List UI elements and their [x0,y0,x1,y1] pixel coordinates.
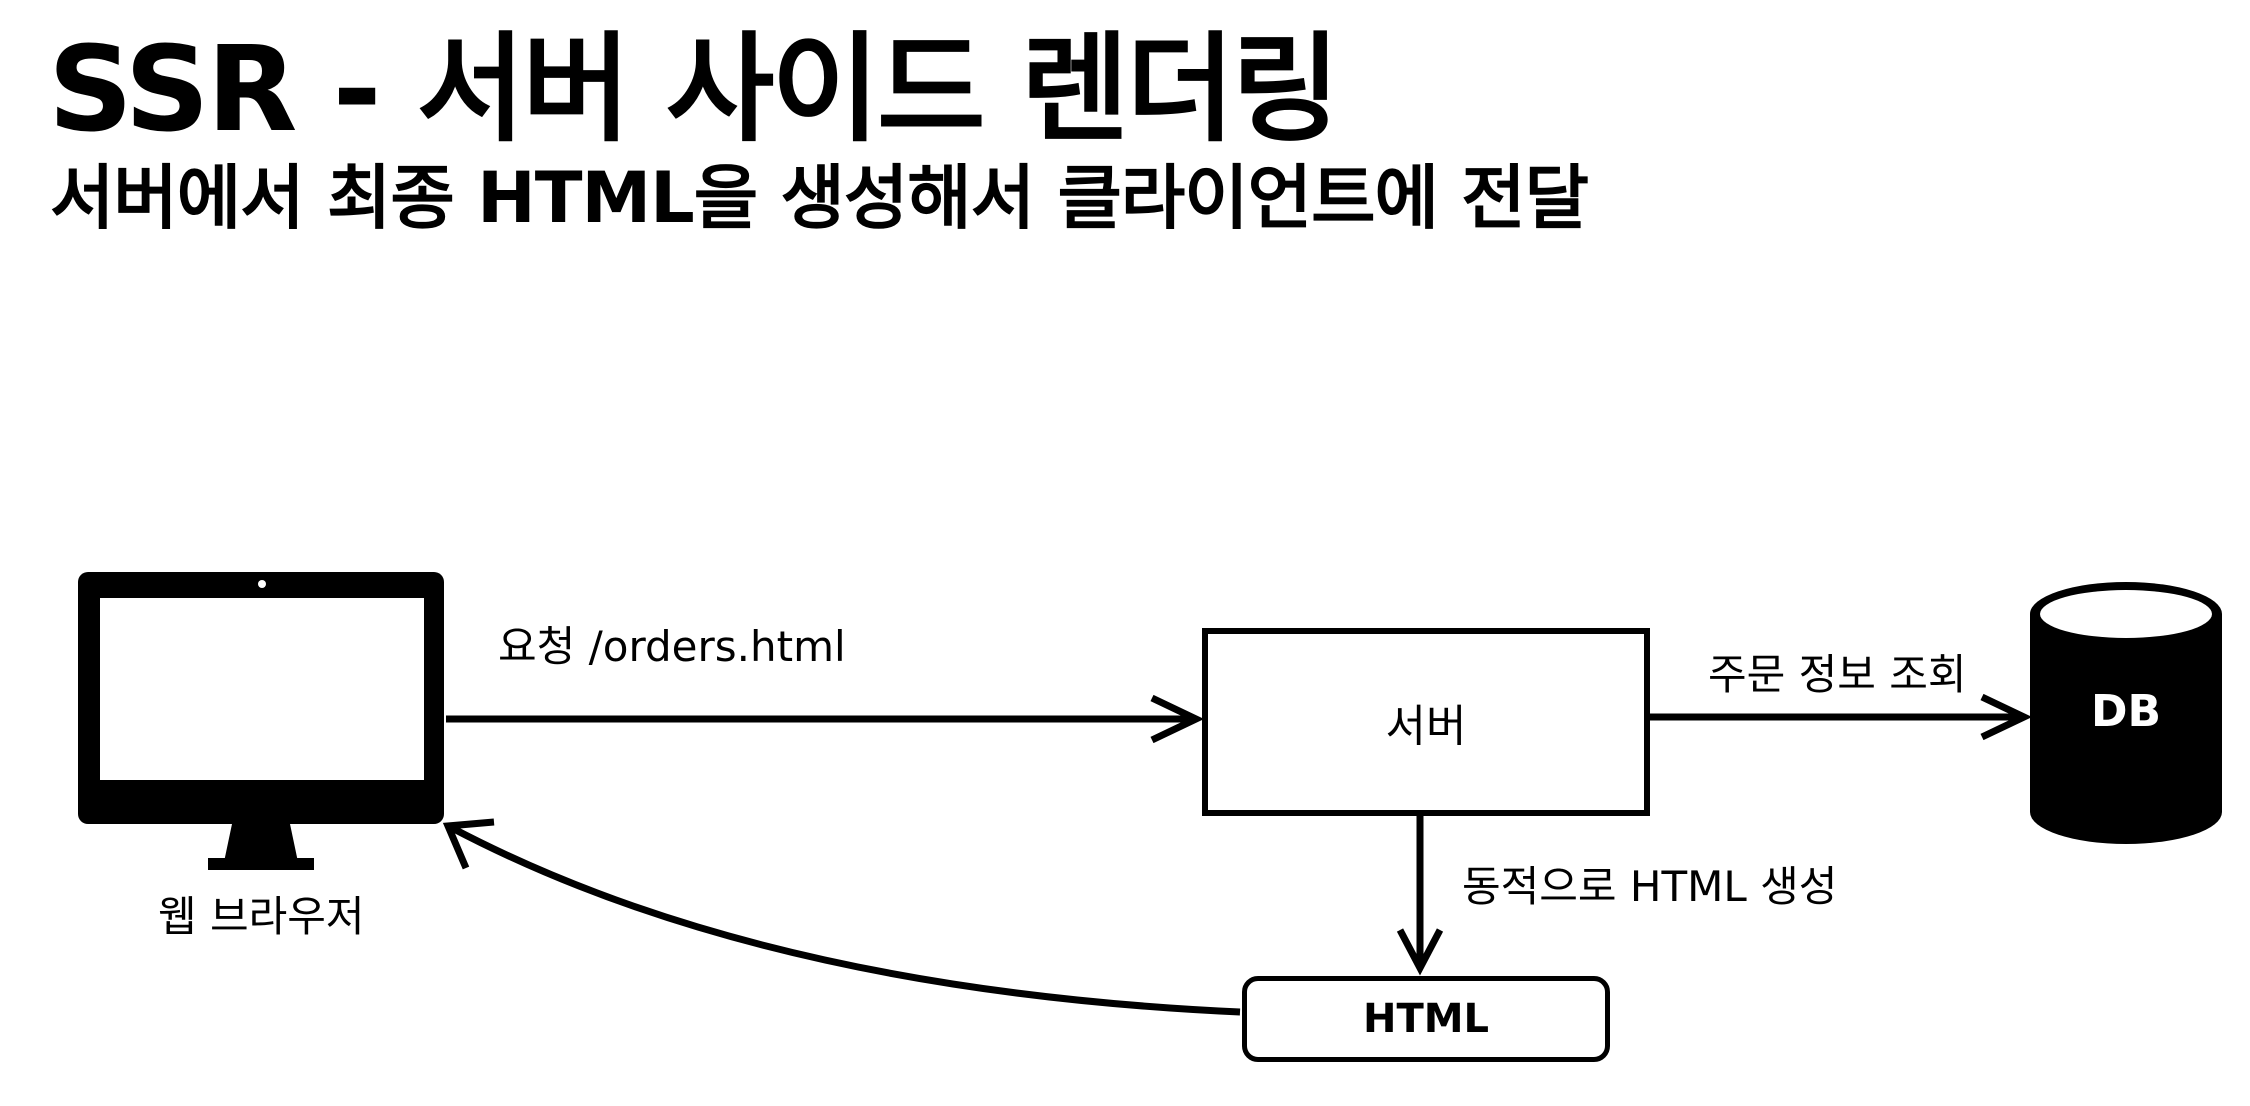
page-title: SSR - 서버 사이드 렌더링 [48,20,1340,158]
generate-arrow [1396,812,1444,976]
arrow-right-icon [1150,694,1205,744]
query-arrow [1644,693,2033,741]
monitor-icon [78,572,444,870]
html-label: HTML [1362,996,1490,1042]
page-subtitle: 서버에서 최종 HTML을 생성해서 클라이언트에 전달 [50,157,1589,239]
browser-label: 웹 브라우저 [158,892,365,941]
db-label: DB [2090,686,2162,737]
arrow-right-icon [1980,693,2033,741]
query-label: 주문 정보 조회 [1708,650,1967,699]
response-arrow [442,818,1241,1016]
request-arrow [446,694,1205,744]
arrow-down-icon [1396,928,1444,976]
generate-label: 동적으로 HTML 생성 [1462,862,1838,911]
html-box: HTML [1242,976,1610,1062]
server-label: 서버 [1385,701,1467,752]
arrow-left-icon [442,818,495,870]
database-icon [2030,582,2222,844]
server-box: 서버 [1202,628,1650,816]
request-label: 요청 /orders.html [498,622,846,671]
